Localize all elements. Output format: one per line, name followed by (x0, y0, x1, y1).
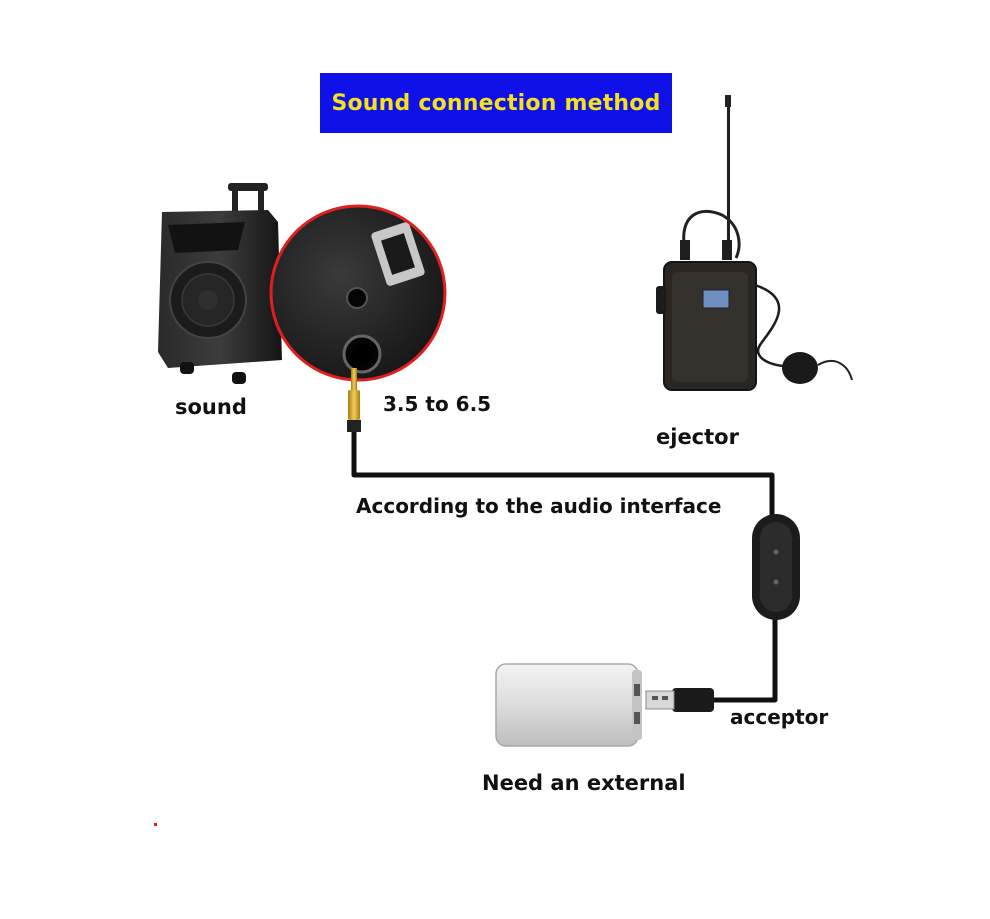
diagram-title: Sound connection method (331, 90, 661, 116)
power-bank-icon (495, 663, 642, 747)
interface-note-label: According to the audio interface (356, 494, 722, 518)
usb-plug-icon (645, 688, 714, 712)
usb-receiver-icon (752, 514, 800, 620)
usb-cable (712, 615, 778, 703)
acceptor-label: acceptor (730, 705, 829, 729)
ejector-label: ejector (656, 425, 739, 449)
external-power-label: Need an external (482, 771, 686, 795)
red-dot-mark (154, 823, 157, 826)
adapter-label: 3.5 to 6.5 (383, 392, 492, 416)
line-in-port-zoom-icon (269, 204, 447, 382)
bodypack-transmitter-icon (656, 95, 853, 391)
portable-speaker-icon (158, 183, 282, 384)
gold-adapter-plug-icon (347, 368, 361, 432)
title-banner: Sound connection method (320, 73, 672, 133)
sound-label: sound (175, 395, 247, 419)
audio-cable (351, 432, 775, 520)
